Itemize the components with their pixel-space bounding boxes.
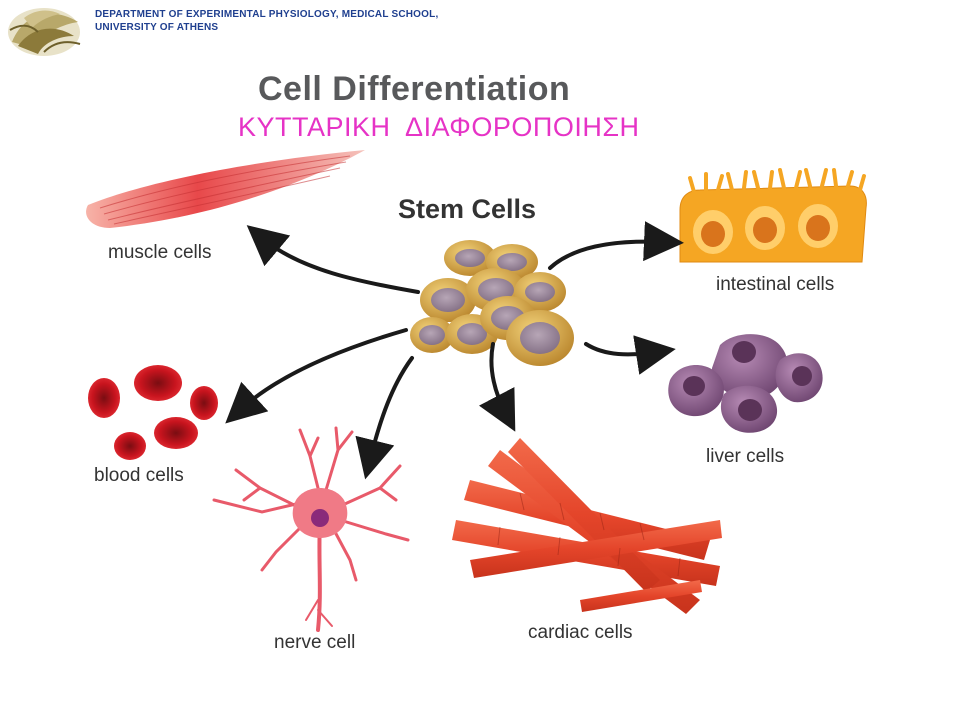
slide-subtitle: ΚΥΤΤΑΡΙΚΗ ΔΙΑΦΟΡΟΠΟΙΗΣΗ: [238, 112, 640, 142]
muscle-cells-image: [86, 150, 366, 228]
institution-header: DEPARTMENT OF EXPERIMENTAL PHYSIOLOGY, M…: [95, 8, 438, 34]
nerve-cell-image: [212, 426, 410, 632]
arrow-to-blood: [225, 328, 408, 424]
muscle-cells-label: muscle cells: [108, 242, 212, 263]
nerve-cell-label: nerve cell: [274, 632, 356, 653]
blood-cells-label: blood cells: [94, 465, 184, 486]
intestinal-cells-image: [679, 168, 867, 263]
differentiation-arrows: [225, 221, 684, 480]
liver-cells-label: liver cells: [706, 446, 785, 467]
slide-title: Cell Differentiation: [258, 70, 571, 108]
liver-cells-image: [668, 334, 823, 433]
arrow-to-intestinal: [548, 221, 684, 270]
stem-cells-label: Stem Cells: [398, 194, 537, 224]
cardiac-cells-label: cardiac cells: [528, 622, 633, 643]
intestinal-cells-label: intestinal cells: [716, 274, 835, 295]
nerve-cell-body: [292, 488, 348, 538]
header-line-1: DEPARTMENT OF EXPERIMENTAL PHYSIOLOGY, M…: [95, 9, 439, 20]
arrow-to-nerve: [355, 356, 414, 480]
university-logo: [8, 8, 81, 56]
cardiac-cells-image: [452, 438, 722, 614]
blood-cells-image: [88, 365, 218, 460]
arrow-to-cardiac: [478, 342, 516, 432]
arrow-to-muscle: [246, 225, 420, 294]
stem-cells-image: [410, 240, 574, 366]
header-line-2: UNIVERSITY OF ATHENS: [95, 22, 219, 33]
arrow-to-liver: [584, 335, 676, 375]
